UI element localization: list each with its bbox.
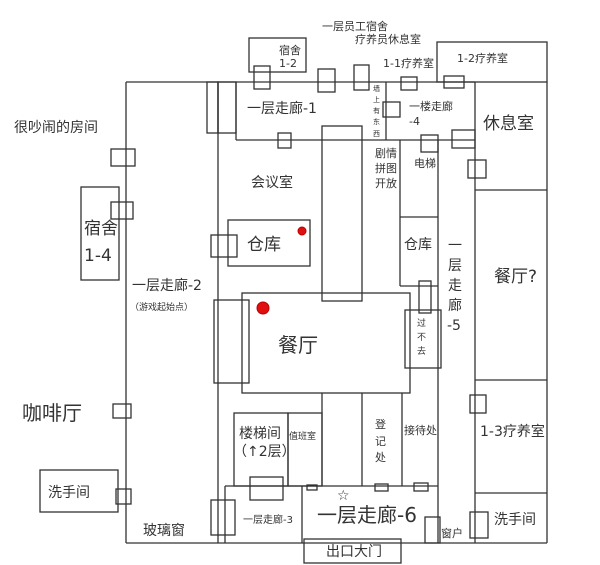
glass-window-label: 玻璃窗 <box>143 522 185 539</box>
noisy-room-label: 很吵闹的房间 <box>14 120 98 136</box>
storage-label: 仓库 <box>247 235 281 255</box>
registration-label: 登 记 处 <box>375 417 386 464</box>
svg-text:一: 一 <box>448 238 462 254</box>
dorm-1-4-label: 宿舍 <box>84 219 118 239</box>
pillar-block <box>321 125 363 302</box>
corridor-3-label: 一层走廊-3 <box>243 513 293 526</box>
elevator-label: 电梯 <box>414 157 436 170</box>
doors <box>110 64 489 544</box>
nurse-lounge-label: 疗养员休息室 <box>355 32 421 46</box>
stairs-block <box>213 299 250 384</box>
dorm-1-2-number: 1-2 <box>279 57 297 70</box>
svg-text:廊: 廊 <box>448 297 462 314</box>
svg-text:西: 西 <box>373 130 380 138</box>
restroom-left-room <box>39 469 119 513</box>
svg-text:过: 过 <box>417 317 426 329</box>
svg-text:层: 层 <box>448 258 462 274</box>
meeting-room-label: 会议室 <box>251 174 293 191</box>
therapy-1-2-label: 1-2疗养室 <box>457 51 508 65</box>
svg-text:不: 不 <box>417 332 426 343</box>
restaurant-q-label: 餐厅? <box>494 267 537 287</box>
svg-text:-5: -5 <box>447 318 461 334</box>
marker-dot-storage <box>297 226 307 236</box>
plot-puzzle-label: 剧情 拼图 开放 <box>375 147 397 190</box>
exit-door[interactable] <box>303 538 402 564</box>
storage-room <box>227 219 311 267</box>
svg-text:走: 走 <box>448 278 462 294</box>
therapy-1-3-label: 1-3疗养室 <box>480 423 545 440</box>
svg-text:有: 有 <box>373 106 380 115</box>
blocked-area <box>404 309 442 369</box>
window-label: 窗户 <box>441 526 463 540</box>
cafe-label: 咖啡厅 <box>22 401 82 425</box>
corridor-6-label: 一层走廊-6 <box>317 503 417 527</box>
storage-2-label: 仓库 <box>404 237 432 253</box>
start-star-icon: ☆ <box>337 488 350 504</box>
start-point-label: （游戏起始点） <box>130 301 193 313</box>
svg-text:处: 处 <box>375 451 386 464</box>
restaurant-label: 餐厅 <box>278 333 318 357</box>
svg-text:记: 记 <box>375 435 386 448</box>
svg-text:登: 登 <box>375 417 386 431</box>
marker-dot-restaurant <box>256 301 270 315</box>
corridor-2-label: 一层走廊-2 <box>132 277 202 294</box>
svg-text:上: 上 <box>373 95 380 104</box>
restroom-right-label: 洗手间 <box>494 512 536 528</box>
blocked-label: 过 不 去 <box>417 317 426 357</box>
corridor-1-label: 一层走廊-1 <box>247 100 317 117</box>
stairs-block <box>217 81 237 134</box>
svg-text:拼图: 拼图 <box>375 161 397 175</box>
corridor-4-label: 一楼走廊 <box>409 99 453 113</box>
walls <box>125 81 548 544</box>
wall-note-label: 墙 上 有 东 西 <box>373 84 380 138</box>
svg-text:去: 去 <box>417 345 426 357</box>
lounge-label: 休息室 <box>483 114 534 134</box>
svg-text:墙: 墙 <box>373 84 380 93</box>
svg-text:开放: 开放 <box>375 176 397 190</box>
stairwell-floor-label: （↑2层） <box>233 444 296 460</box>
reception-label: 接待处 <box>404 423 437 437</box>
duty-room-label: 值班室 <box>289 430 316 442</box>
exit-label: 出口大门 <box>326 544 382 560</box>
dorm-1-4-number: 1-4 <box>84 246 112 266</box>
stairs-block <box>206 81 219 134</box>
corridor-4-number: -4 <box>409 115 420 128</box>
restroom-left-label: 洗手间 <box>48 485 90 501</box>
restaurant-room <box>241 292 411 394</box>
dorm-1-2-label: 宿舍 <box>279 43 301 57</box>
svg-text:剧情: 剧情 <box>375 147 397 160</box>
dorm-1-4-room <box>80 186 120 281</box>
staff-dorm-label: 一层员工宿舍 <box>322 19 388 33</box>
therapy-1-2-room <box>436 41 548 83</box>
stairwell-label: 楼梯间 <box>239 426 281 442</box>
therapy-1-1-label: 1-1疗养室 <box>383 56 434 70</box>
dorm-1-2-room <box>248 37 307 73</box>
svg-text:东: 东 <box>373 117 380 126</box>
corridor-5-label: 一 层 走 廊 -5 <box>447 238 462 334</box>
duty-room <box>287 412 323 487</box>
